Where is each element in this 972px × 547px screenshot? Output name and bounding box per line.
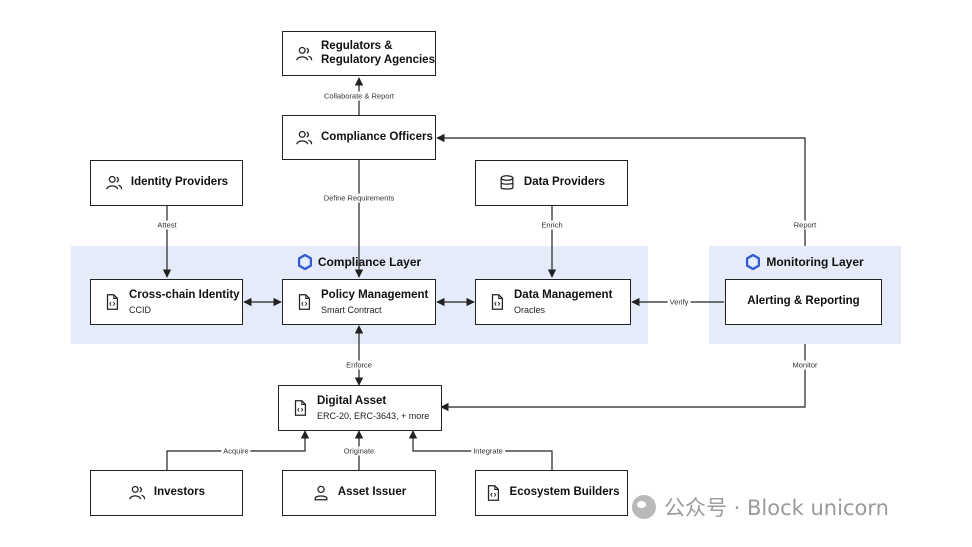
compliance-officers-label: Compliance Officers — [321, 130, 433, 143]
data-management-sub: Oracles — [514, 304, 546, 315]
node-data-management[interactable]: Data Management Oracles — [475, 279, 631, 325]
label-integrate: Integrate — [471, 446, 505, 456]
label-collaborate-report: Collaborate & Report — [321, 91, 397, 101]
users-icon — [129, 485, 146, 500]
label-enforce: Enforce — [344, 360, 374, 370]
identity-providers-label: Identity Providers — [130, 176, 229, 189]
users-icon — [106, 175, 123, 190]
asset-issuer-label: Asset Issuer — [337, 486, 407, 499]
regulators-line-1: Regulators & — [321, 39, 393, 52]
node-policy-management[interactable]: Policy Management Smart Contract — [282, 279, 436, 325]
user-icon — [314, 485, 328, 501]
label-attest: Attest — [155, 220, 179, 230]
node-cross-chain-identity[interactable]: Cross-chain Identity CCID — [90, 279, 243, 325]
code-file-icon — [294, 400, 307, 416]
node-regulators[interactable]: Regulators & Regulatory Agencies — [282, 31, 436, 76]
code-file-icon — [487, 485, 499, 501]
edge-monitor — [440, 344, 806, 412]
policy-management-label: Policy Management — [321, 288, 429, 301]
node-investors[interactable]: Investors — [90, 470, 243, 516]
wechat-logo-icon — [632, 495, 656, 519]
compliance-layer-label: Compliance Layer — [317, 255, 422, 269]
label-acquire: Acquire — [221, 446, 251, 456]
watermark: 公众号 · Block unicorn — [632, 492, 889, 522]
chainlink-hexagon-icon — [297, 254, 312, 270]
alerting-reporting-label: Alerting & Reporting — [747, 295, 860, 308]
data-providers-label: Data Providers — [523, 176, 606, 189]
node-alerting-reporting[interactable]: Alerting & Reporting — [725, 279, 882, 325]
node-ecosystem-builders[interactable]: Ecosystem Builders — [475, 470, 628, 516]
node-asset-issuer[interactable]: Asset Issuer — [282, 470, 436, 516]
label-define-requirements: Define Requirements — [321, 193, 397, 203]
digital-asset-label: Digital Asset — [317, 394, 387, 407]
node-data-providers[interactable]: Data Providers — [475, 160, 628, 206]
edge-report — [436, 133, 806, 246]
node-digital-asset[interactable]: Digital Asset ERC-20, ERC-3643, + more — [278, 385, 442, 431]
users-icon — [296, 46, 313, 60]
ecosystem-builders-label: Ecosystem Builders — [509, 486, 620, 499]
node-identity-providers[interactable]: Identity Providers — [90, 160, 243, 206]
label-report: Report — [791, 220, 819, 230]
label-enrich: Enrich — [539, 220, 565, 230]
chainlink-hexagon-icon — [746, 254, 761, 270]
label-monitor: Monitor — [790, 360, 820, 370]
compliance-layer-title: Compliance Layer — [71, 254, 648, 270]
investors-label: Investors — [153, 486, 206, 499]
digital-asset-sub: ERC-20, ERC-3643, + more — [317, 410, 430, 421]
regulators-line-2: Regulatory Agencies — [321, 53, 435, 66]
cross-chain-identity-sub: CCID — [129, 304, 151, 315]
data-management-label: Data Management — [514, 288, 613, 301]
monitoring-layer-title: Monitoring Layer — [709, 254, 901, 270]
code-file-icon — [106, 294, 119, 310]
policy-management-sub: Smart Contract — [321, 304, 382, 315]
label-originate: Originate — [341, 446, 377, 456]
monitoring-layer-label: Monitoring Layer — [766, 255, 864, 269]
code-file-icon — [491, 294, 504, 310]
code-file-icon — [298, 294, 311, 310]
database-icon — [500, 175, 514, 190]
watermark-text: 公众号 · Block unicorn — [664, 496, 889, 520]
node-compliance-officers[interactable]: Compliance Officers — [282, 115, 436, 160]
cross-chain-identity-label: Cross-chain Identity — [129, 288, 240, 301]
label-verify: Verify — [667, 297, 691, 307]
users-icon — [296, 130, 313, 144]
